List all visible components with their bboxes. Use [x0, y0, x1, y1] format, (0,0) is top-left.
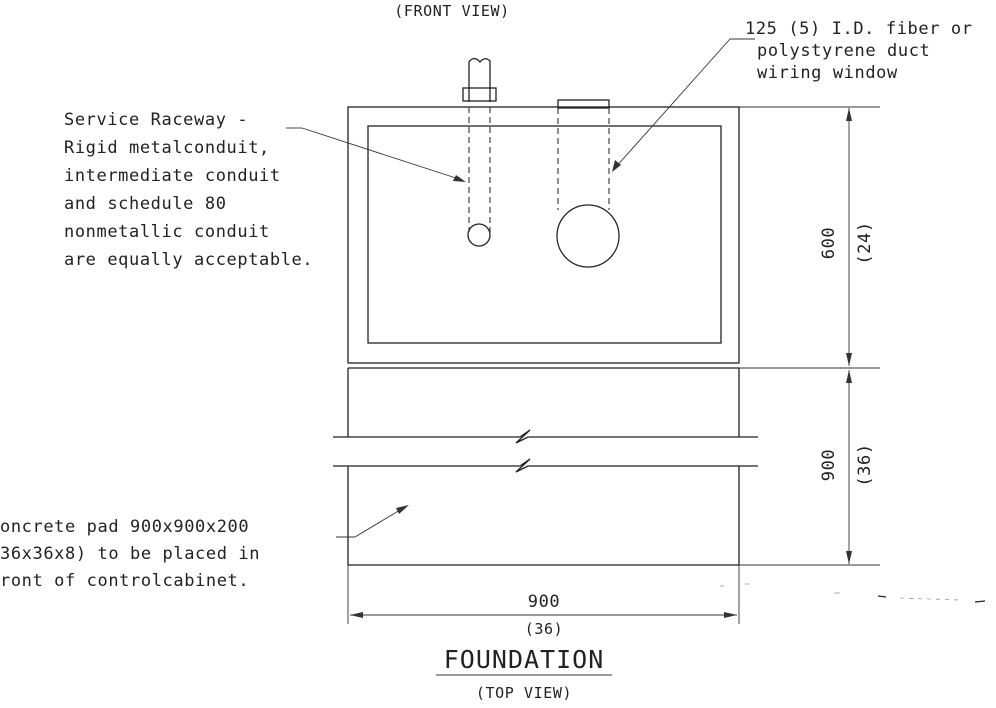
dim-900-vertical-label: 900 — [819, 449, 839, 482]
duct-callout-line-3: wiring window — [757, 63, 898, 83]
raceway-opening — [467, 223, 491, 247]
dim-36-width-label: (36) — [525, 620, 564, 638]
arrowhead-icon — [846, 551, 852, 564]
pad-callout-line-3: ront of controlcabinet. — [0, 571, 249, 591]
duct-top-cap — [557, 99, 610, 109]
raceway-callout: Service Raceway - Rigid metalconduit, in… — [64, 110, 466, 270]
service-raceway-pipe — [462, 57, 497, 247]
concrete-pad — [333, 367, 758, 566]
pad-callout-line-1: oncrete pad 900x900x200 — [0, 517, 249, 537]
arrowhead-icon — [396, 505, 409, 514]
raceway-callout-line-2: Rigid metalconduit, — [64, 138, 270, 158]
dim-900-width-label: 900 — [528, 592, 561, 612]
duct-callout-line-1: 125 (5) I.D. fiber or — [745, 19, 973, 39]
duct-opening — [556, 204, 620, 268]
raceway-callout-line-1: Service Raceway - — [64, 110, 248, 130]
arrowhead-icon — [846, 108, 852, 121]
pad-top-portion — [347, 367, 740, 437]
pad-leader-line — [354, 506, 406, 538]
arrowhead-icon — [724, 612, 737, 618]
scan-mark — [877, 595, 887, 598]
scan-specks — [720, 583, 986, 603]
raceway-leader-line — [301, 127, 463, 181]
foundation-title-block: FOUNDATION (TOP VIEW) — [436, 645, 612, 702]
dim-36-vertical-label: (36) — [855, 443, 875, 486]
arrowhead-icon — [612, 160, 621, 172]
arrowhead-icon — [453, 175, 466, 182]
break-line-lower — [333, 458, 758, 473]
cabinet-outer-outline — [347, 106, 740, 364]
pad-callout: oncrete pad 900x900x200 36x36x8) to be p… — [0, 505, 409, 591]
cabinet-inner-outline — [367, 125, 722, 344]
dim-600-label: 600 — [819, 227, 839, 260]
pad-callout-line-2: 36x36x8) to be placed in — [0, 544, 260, 564]
duct-callout: 125 (5) I.D. fiber or polystyrene duct w… — [612, 19, 973, 172]
foundation-title: FOUNDATION — [444, 645, 605, 674]
raceway-callout-line-5: nonmetallic conduit — [64, 222, 270, 242]
duct-leader-line — [614, 38, 731, 169]
arrowhead-icon — [846, 370, 852, 383]
dim-24-label: (24) — [855, 221, 875, 264]
raceway-callout-line-3: intermediate conduit — [64, 166, 281, 186]
raceway-pipe-stub — [468, 57, 491, 102]
duct-wiring-window — [556, 99, 620, 268]
duct-callout-line-2: polystyrene duct — [757, 41, 930, 61]
raceway-coupling — [462, 87, 497, 102]
scan-mark — [974, 600, 986, 603]
break-line-upper — [333, 429, 758, 444]
horizontal-dimension: 900 (36) — [347, 565, 740, 638]
raceway-callout-line-4: and schedule 80 — [64, 194, 227, 214]
pad-bottom-portion — [347, 466, 740, 566]
front-view-label: (FRONT VIEW) — [394, 2, 510, 20]
arrowhead-icon — [846, 353, 852, 366]
vertical-dimensions: 600 (24) 900 (36) — [739, 106, 880, 566]
top-view-label: (TOP VIEW) — [476, 684, 572, 702]
arrowhead-icon — [350, 612, 363, 618]
raceway-callout-line-6: are equally acceptable. — [64, 250, 313, 270]
